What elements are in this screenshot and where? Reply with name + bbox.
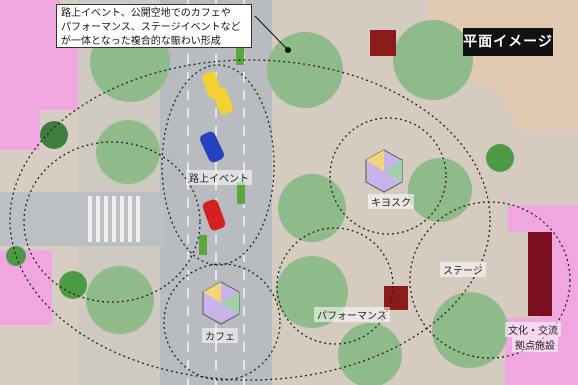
planters xyxy=(199,45,245,255)
facility-label-line2: 拠点施設 xyxy=(512,337,558,352)
street-event-label: 路上イベント xyxy=(186,170,252,185)
pavilion-north xyxy=(370,30,396,56)
pavilion-south xyxy=(384,286,408,310)
event-circles xyxy=(9,59,571,381)
description-callout: 路上イベント、公開空地でのカフェや パフォーマンス、ステージイベントなど が一体… xyxy=(56,4,252,48)
cafe-label: カフェ xyxy=(202,328,238,343)
callout-line-3: が一体となった複合的な賑わい形成 xyxy=(61,36,221,47)
callout-leader xyxy=(254,15,289,51)
cars xyxy=(200,71,233,231)
facility-label-line1: 文化・交流 xyxy=(505,322,561,337)
trees xyxy=(6,20,514,385)
callout-line-2: パフォーマンス、ステージイベントなど xyxy=(61,22,241,33)
building-sw xyxy=(0,250,52,325)
kiosk-label: キヨスク xyxy=(368,194,414,209)
cross-road xyxy=(0,192,165,246)
performance-label: パフォーマンス xyxy=(314,307,390,322)
plan-title: 平面イメージ xyxy=(463,28,553,56)
callout-dot xyxy=(285,47,291,53)
callout-line-1: 路上イベント、公開空地でのカフェや xyxy=(61,8,231,19)
stage-label: ステージ xyxy=(440,262,486,277)
facility-facade xyxy=(528,232,552,316)
crosswalk xyxy=(88,196,140,242)
